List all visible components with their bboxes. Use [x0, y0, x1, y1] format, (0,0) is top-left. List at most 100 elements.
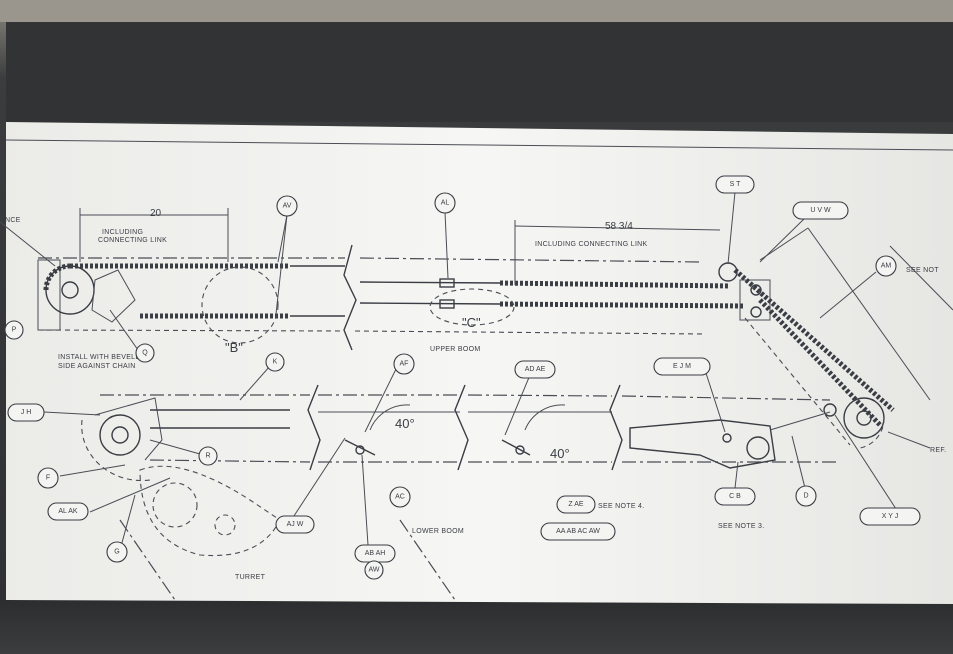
- diag-boom-outer: [807, 227, 931, 401]
- turret-outline: [139, 465, 281, 557]
- angle-arc-right: [524, 404, 566, 431]
- leader-cb: [734, 461, 739, 489]
- turnbuckle-upper: [439, 278, 455, 288]
- leader-f: [59, 464, 126, 477]
- note-ref: REF.: [930, 447, 946, 454]
- callout-aaabacaw: AA AB AC AW: [540, 522, 616, 541]
- note-including: INCLUDING: [102, 229, 143, 236]
- screen-dark-bottom: [0, 600, 953, 654]
- section-b: "B": [225, 340, 243, 355]
- leader-al: [444, 211, 449, 279]
- lower-left-sprocket: [99, 414, 141, 456]
- leader-k: [239, 365, 271, 401]
- svg-text:D: D: [803, 493, 808, 500]
- lower-right-pin: [722, 433, 732, 443]
- lower-boom-top-line-4: [621, 395, 831, 401]
- svg-text:AC: AC: [395, 494, 405, 501]
- note-connecting-link: CONNECTING LINK: [98, 237, 167, 244]
- right-idler-pin: [823, 403, 837, 417]
- upper-boom-end-plate: [37, 259, 61, 331]
- callout-adae: AD AE: [514, 360, 556, 379]
- label-lower-boom: LOWER BOOM: [412, 528, 464, 535]
- leader-jh: [43, 411, 101, 416]
- svg-text:AF: AF: [400, 361, 409, 368]
- upper-rod-top-right: [359, 281, 501, 284]
- svg-text:E J M: E J M: [673, 363, 691, 370]
- svg-text:AD AE: AD AE: [525, 366, 546, 373]
- dim-20: 20: [150, 208, 162, 219]
- right-sprocket-hub: [856, 410, 872, 426]
- leader-q: [109, 309, 139, 351]
- note-see-note-right: SEE NOT: [906, 267, 939, 274]
- note-see-note-4: SEE NOTE 4.: [598, 503, 644, 510]
- svg-text:AL AK: AL AK: [58, 508, 78, 515]
- cylinder-1: [344, 439, 376, 456]
- lower-boom-bottom-line-1: [149, 459, 311, 463]
- turnbuckle-lower: [439, 299, 455, 309]
- detail-b-circle: [201, 266, 279, 344]
- svg-text:AJ W: AJ W: [287, 521, 304, 528]
- callout-xyj: X Y J: [859, 507, 921, 526]
- angle-40-right: 40°: [550, 446, 570, 461]
- callout-aw: AW: [364, 560, 384, 580]
- screen-dark-top: [6, 22, 953, 122]
- leader-xyj: [834, 414, 899, 513]
- leader-av-2: [275, 214, 288, 315]
- callout-zae: Z AE: [556, 495, 596, 514]
- diagonal-chain-lower: [758, 298, 882, 427]
- lower-boom-top-line-3: [467, 394, 613, 397]
- svg-text:P: P: [12, 327, 17, 334]
- lower-left-link: [94, 397, 163, 461]
- note-ence: ENCE: [0, 217, 21, 224]
- callout-ac: AC: [389, 486, 411, 508]
- note-install-2: SIDE AGAINST CHAIN: [58, 363, 136, 370]
- leader-uvw: [759, 217, 806, 263]
- leader-af: [364, 364, 399, 433]
- dim-line-58: [514, 225, 721, 231]
- lower-right-arm: [629, 419, 776, 469]
- svg-text:J H: J H: [21, 409, 32, 416]
- callout-abah: AB AH: [354, 544, 396, 563]
- angle-arc-left: [369, 404, 411, 431]
- turret-base-line-2: [399, 519, 456, 601]
- break-line-upper: [343, 244, 357, 351]
- callout-alak: AL AK: [47, 502, 89, 521]
- upper-bracket-pin-2: [750, 306, 762, 318]
- break-line-lower-1: [307, 384, 321, 471]
- section-c: "C": [462, 315, 481, 330]
- svg-text:S T: S T: [730, 181, 741, 188]
- callout-r: R: [198, 446, 218, 466]
- left-sprocket-hub: [61, 281, 79, 299]
- leader-st: [727, 191, 736, 265]
- label-turret: TURRET: [235, 574, 266, 581]
- callout-jh: J H: [7, 403, 45, 422]
- leader-av-1: [277, 214, 288, 263]
- callout-av: AV: [276, 195, 298, 217]
- leader-d: [791, 435, 806, 489]
- svg-text:G: G: [114, 549, 119, 556]
- angle-40-left: 40°: [395, 416, 415, 431]
- upper-chain-top-right: [499, 280, 731, 289]
- svg-text:K: K: [273, 359, 278, 366]
- svg-text:C B: C B: [729, 493, 741, 500]
- turret-wheel-large: [152, 482, 198, 528]
- label-upper-boom: UPPER BOOM: [430, 346, 480, 353]
- callout-p: P: [4, 320, 24, 340]
- leader-abah: [361, 454, 369, 546]
- turret-wheel-small: [214, 514, 236, 536]
- svg-text:AV: AV: [283, 203, 292, 210]
- callout-ejm: E J M: [653, 357, 711, 376]
- lower-left-sprocket-hub: [111, 426, 129, 444]
- callout-st: S T: [715, 175, 755, 194]
- note-including-connecting-link: INCLUDING CONNECTING LINK: [535, 241, 648, 248]
- svg-text:AM: AM: [881, 263, 892, 270]
- callout-k: K: [265, 352, 285, 372]
- leader-alak: [89, 477, 171, 513]
- svg-text:X Y J: X Y J: [882, 513, 898, 520]
- callout-af: AF: [393, 353, 415, 375]
- leader-am: [819, 271, 877, 319]
- cylinder-1-pin: [355, 445, 365, 455]
- leader-r: [149, 439, 201, 455]
- leader-ref: [887, 431, 931, 449]
